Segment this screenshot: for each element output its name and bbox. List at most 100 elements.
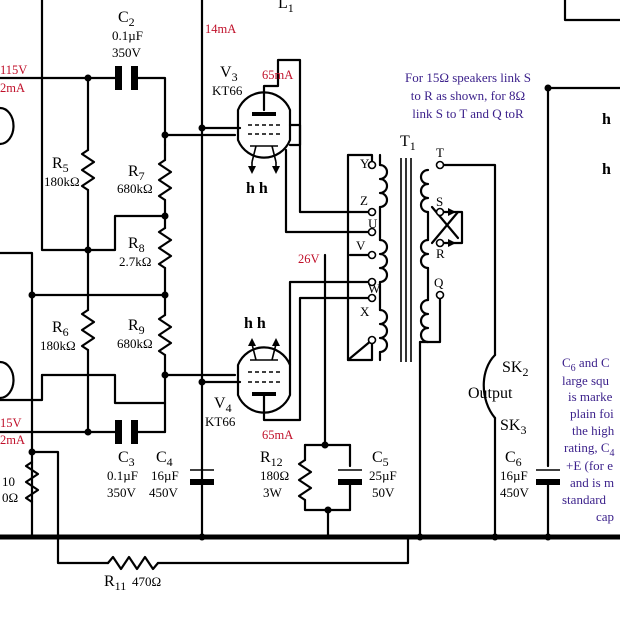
current-14ma: 14mA <box>205 22 236 36</box>
side-note-line-10: cap <box>596 509 614 524</box>
h-right-1: h <box>602 111 611 128</box>
r8-name: R8 <box>128 235 145 255</box>
tap-u-label: U <box>368 216 378 231</box>
tap-z-label: Z <box>360 193 368 208</box>
c4-value: 16µF <box>151 468 179 483</box>
v3-heater-arrow-left <box>248 166 256 174</box>
voltage-26v: 26V <box>298 252 320 266</box>
v4-name: V4 <box>214 395 232 415</box>
feedback-wire-left <box>0 251 34 539</box>
c6-plate-bottom <box>536 479 560 485</box>
tap-v-label: V <box>356 238 366 253</box>
v4-heater-arrow-right <box>272 338 280 346</box>
c5-value: 25µF <box>369 468 397 483</box>
t1-name: T1 <box>400 133 416 153</box>
c2-plate-right <box>131 66 138 90</box>
r6-resistor <box>80 308 96 352</box>
r11-value: 470Ω <box>132 574 161 589</box>
v3-valve <box>236 91 292 163</box>
r9-name: R9 <box>128 317 145 337</box>
right-box <box>563 0 620 22</box>
side-note-line-3: is marke <box>568 389 613 404</box>
c3-plate-left <box>115 420 122 444</box>
r10-resistor <box>24 460 40 504</box>
c3-plate-right <box>131 420 138 444</box>
r9-value: 680kΩ <box>117 336 153 351</box>
v3-anode-to-z <box>288 123 352 214</box>
current-2ma-top: 2mA <box>0 81 25 95</box>
r7-name: R7 <box>128 163 145 183</box>
r9-resistor <box>157 313 173 357</box>
c6-voltage: 450V <box>500 485 530 500</box>
c4-plate-bottom <box>190 479 214 485</box>
r11-wire-left <box>30 450 110 565</box>
output-label: Output <box>468 385 513 402</box>
side-note-line-8: and is m <box>570 475 614 490</box>
r6-name: R6 <box>52 319 69 339</box>
v3-heater-arrow-right <box>272 166 280 174</box>
h-right-2: h <box>602 161 611 178</box>
link-cross-2 <box>430 210 460 245</box>
r12-resistor <box>297 458 313 502</box>
link-arrow-top <box>448 208 456 216</box>
c3-value: 0.1µF <box>107 468 138 483</box>
junction-dots <box>28 74 552 541</box>
r6-value: 180kΩ <box>40 338 76 353</box>
r10-name: 10 <box>2 474 15 489</box>
r12-c5-bottom-wire <box>303 498 352 512</box>
c2-value: 0.1µF <box>112 28 143 43</box>
current-2ma-bottom: 2mA <box>0 433 25 447</box>
c5-plate-bottom <box>338 479 362 485</box>
r12-value: 180Ω <box>260 468 289 483</box>
sk2-socket <box>482 353 497 420</box>
r8-value: 2.7kΩ <box>119 254 151 269</box>
side-note-line-1: C6 and C <box>562 355 610 374</box>
r5-resistor <box>80 148 96 192</box>
c2-voltage: 350V <box>112 45 142 60</box>
c5-voltage: 50V <box>372 485 395 500</box>
tap-q-label: Q <box>434 275 444 290</box>
link-arrow-bottom <box>448 239 456 247</box>
side-note-line-4: plain foi <box>570 406 614 421</box>
tap-terminals <box>367 160 445 345</box>
c3-name: C3 <box>118 449 135 469</box>
side-note-line-6: rating, C4 <box>564 440 615 459</box>
c2-plate-left <box>115 66 122 90</box>
c4-name: C4 <box>156 449 173 469</box>
tap-w-label: W <box>368 281 381 296</box>
side-note-line-2: large squ <box>562 373 610 388</box>
v4-heater-arrow-left <box>248 338 256 346</box>
side-note-line-5: the high <box>572 423 615 438</box>
current-v3-65ma: 65mA <box>262 68 293 82</box>
v4-type: KT66 <box>205 414 236 429</box>
tap-x-label: X <box>360 304 370 319</box>
tap-t-label: T <box>436 145 444 160</box>
current-v4-65ma: 65mA <box>262 428 293 442</box>
t1-taps <box>348 210 374 300</box>
tap-s-label: S <box>436 194 443 209</box>
v3-heater-label: h h <box>246 180 268 197</box>
secondary-q-wire <box>418 293 442 344</box>
r12-name: R12 <box>260 449 283 469</box>
c3-voltage: 350V <box>107 485 137 500</box>
v4-heater-label: h h <box>244 315 266 332</box>
r7-value: 680kΩ <box>117 181 153 196</box>
c2-name: C2 <box>118 9 135 29</box>
side-note-line-7: +E (for e <box>566 458 613 473</box>
r5-name: R5 <box>52 155 69 175</box>
r5-value: 180kΩ <box>44 174 80 189</box>
sk3-name: SK3 <box>500 417 526 437</box>
note-line-1: For 15Ω speakers link S <box>405 70 531 85</box>
voltage-115v-top: 115V <box>0 63 27 77</box>
c6-name: C6 <box>505 449 522 469</box>
tap-r-label: R <box>436 246 445 261</box>
c2-output-wire <box>136 76 167 147</box>
feedback-wire-bottom <box>40 373 167 405</box>
r11-name: R11 <box>104 573 126 593</box>
note-line-3: link S to T and Q toR <box>412 106 524 121</box>
v3-type: KT66 <box>212 83 243 98</box>
sk2-name: SK2 <box>502 359 528 379</box>
l1-name: L1 <box>278 0 294 15</box>
